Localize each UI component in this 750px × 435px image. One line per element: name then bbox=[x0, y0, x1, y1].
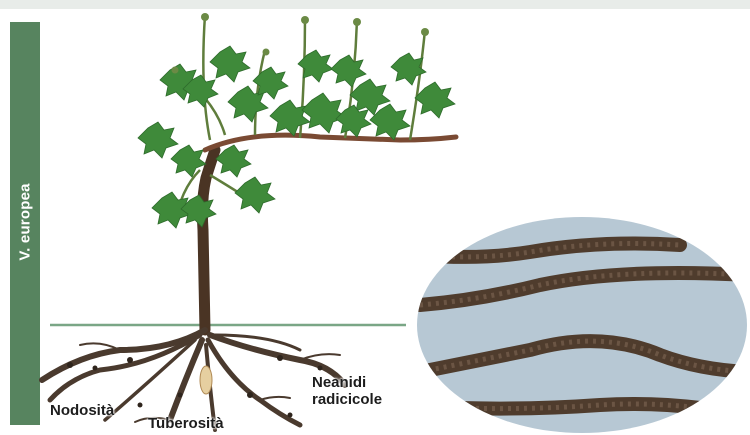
vine-plant bbox=[138, 13, 456, 330]
label-neanidi-line2: radicicole bbox=[312, 391, 382, 408]
root-photo bbox=[410, 210, 750, 435]
label-neanidi-line1: Neanidi bbox=[312, 374, 382, 391]
label-nodosita: Nodosità bbox=[50, 402, 114, 419]
label-neanidi-radicicole: Neanidi radicicole bbox=[312, 374, 382, 408]
label-tuberosita: Tuberosità bbox=[148, 415, 224, 432]
tuberosity bbox=[200, 366, 212, 394]
